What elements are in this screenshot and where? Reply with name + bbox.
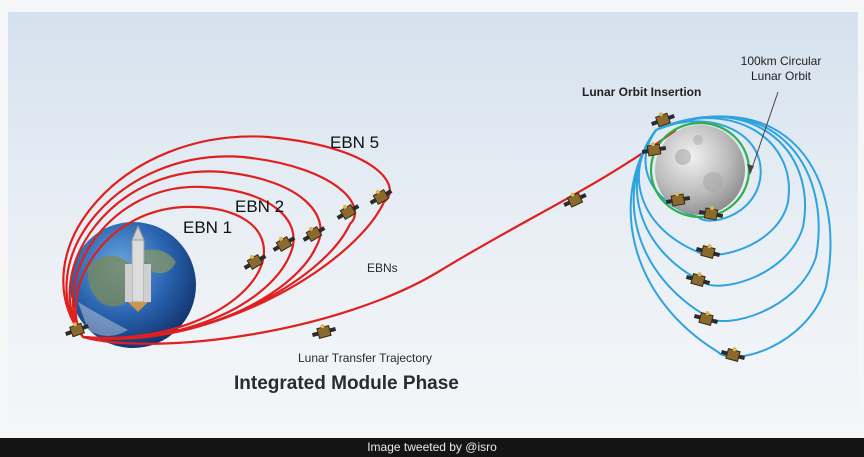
lunar-orbit-5 [629,115,832,358]
integrated-module-phase-title: Integrated Module Phase [234,373,459,394]
rocket-icon [125,224,151,312]
earth-orbits [62,129,677,345]
orbit-ebn5 [62,135,391,340]
lunar-orbit-3 [635,115,806,287]
lunar-transfer-trajectory-label: Lunar Transfer Trajectory [298,351,433,365]
orbit-ebn1 [74,205,266,340]
spacecraft-icon [648,107,677,130]
lunar-orbit-1 [644,120,762,222]
orbit-ebn4 [65,155,356,340]
spacecraft-icon [719,343,748,364]
orbit-ebn2 [71,185,295,340]
circular-orbit-pointer [749,91,779,175]
circular-orbit-label-line2: Lunar Orbit [750,69,812,83]
lunar-transfer-trajectory-path [82,129,677,345]
spacecraft-icon [299,220,328,245]
lunar-orbit-4 [632,115,820,322]
circular-lunar-orbit-label: 100km Circular Lunar Orbit [736,54,826,84]
lunar-orbits [629,115,832,358]
spacecraft-icon [694,240,723,261]
image-caption: Image tweeted by @isro [367,440,497,454]
lunar-orbit-insertion-label: Lunar Orbit Insertion [582,85,702,99]
spacecraft-icon [333,198,362,223]
lunar-orbit-2 [637,117,790,256]
diagram-panel: EBN 5 EBN 2 EBN 1 EBNs Lunar Transfer Tr… [8,12,858,438]
ebn2-label: EBN 2 [235,197,285,216]
ebns-label: EBNs [367,261,398,275]
circular-orbit-label-line1: 100km Circular [740,54,822,68]
ebn5-label: EBN 5 [330,133,380,152]
caption-bar: Image tweeted by @isro [0,438,864,457]
mission-diagram [62,91,832,364]
spacecraft-icon [309,320,338,341]
ebn1-label: EBN 1 [183,218,233,237]
